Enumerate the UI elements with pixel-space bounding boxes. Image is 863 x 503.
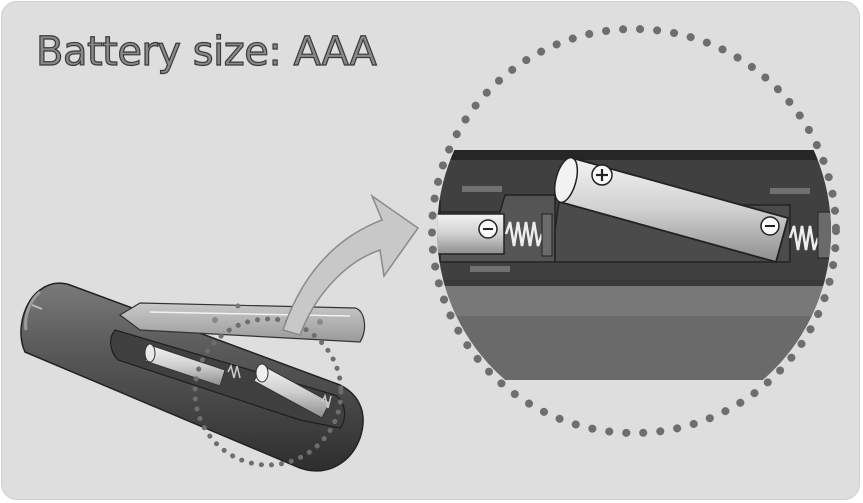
battery-small-1 xyxy=(144,343,226,387)
spring-right xyxy=(788,211,831,259)
battery-right xyxy=(553,156,790,264)
page-title: Battery size: AAA xyxy=(35,29,377,75)
remote-control xyxy=(20,282,366,472)
zoom-arrow xyxy=(282,193,420,336)
spring-left xyxy=(504,213,553,257)
magnified-compartment xyxy=(437,34,831,428)
battery-small-2 xyxy=(253,363,331,419)
zoom-target-circle xyxy=(428,25,840,437)
battery-left xyxy=(437,213,505,255)
zoom-source-circle xyxy=(192,316,344,468)
